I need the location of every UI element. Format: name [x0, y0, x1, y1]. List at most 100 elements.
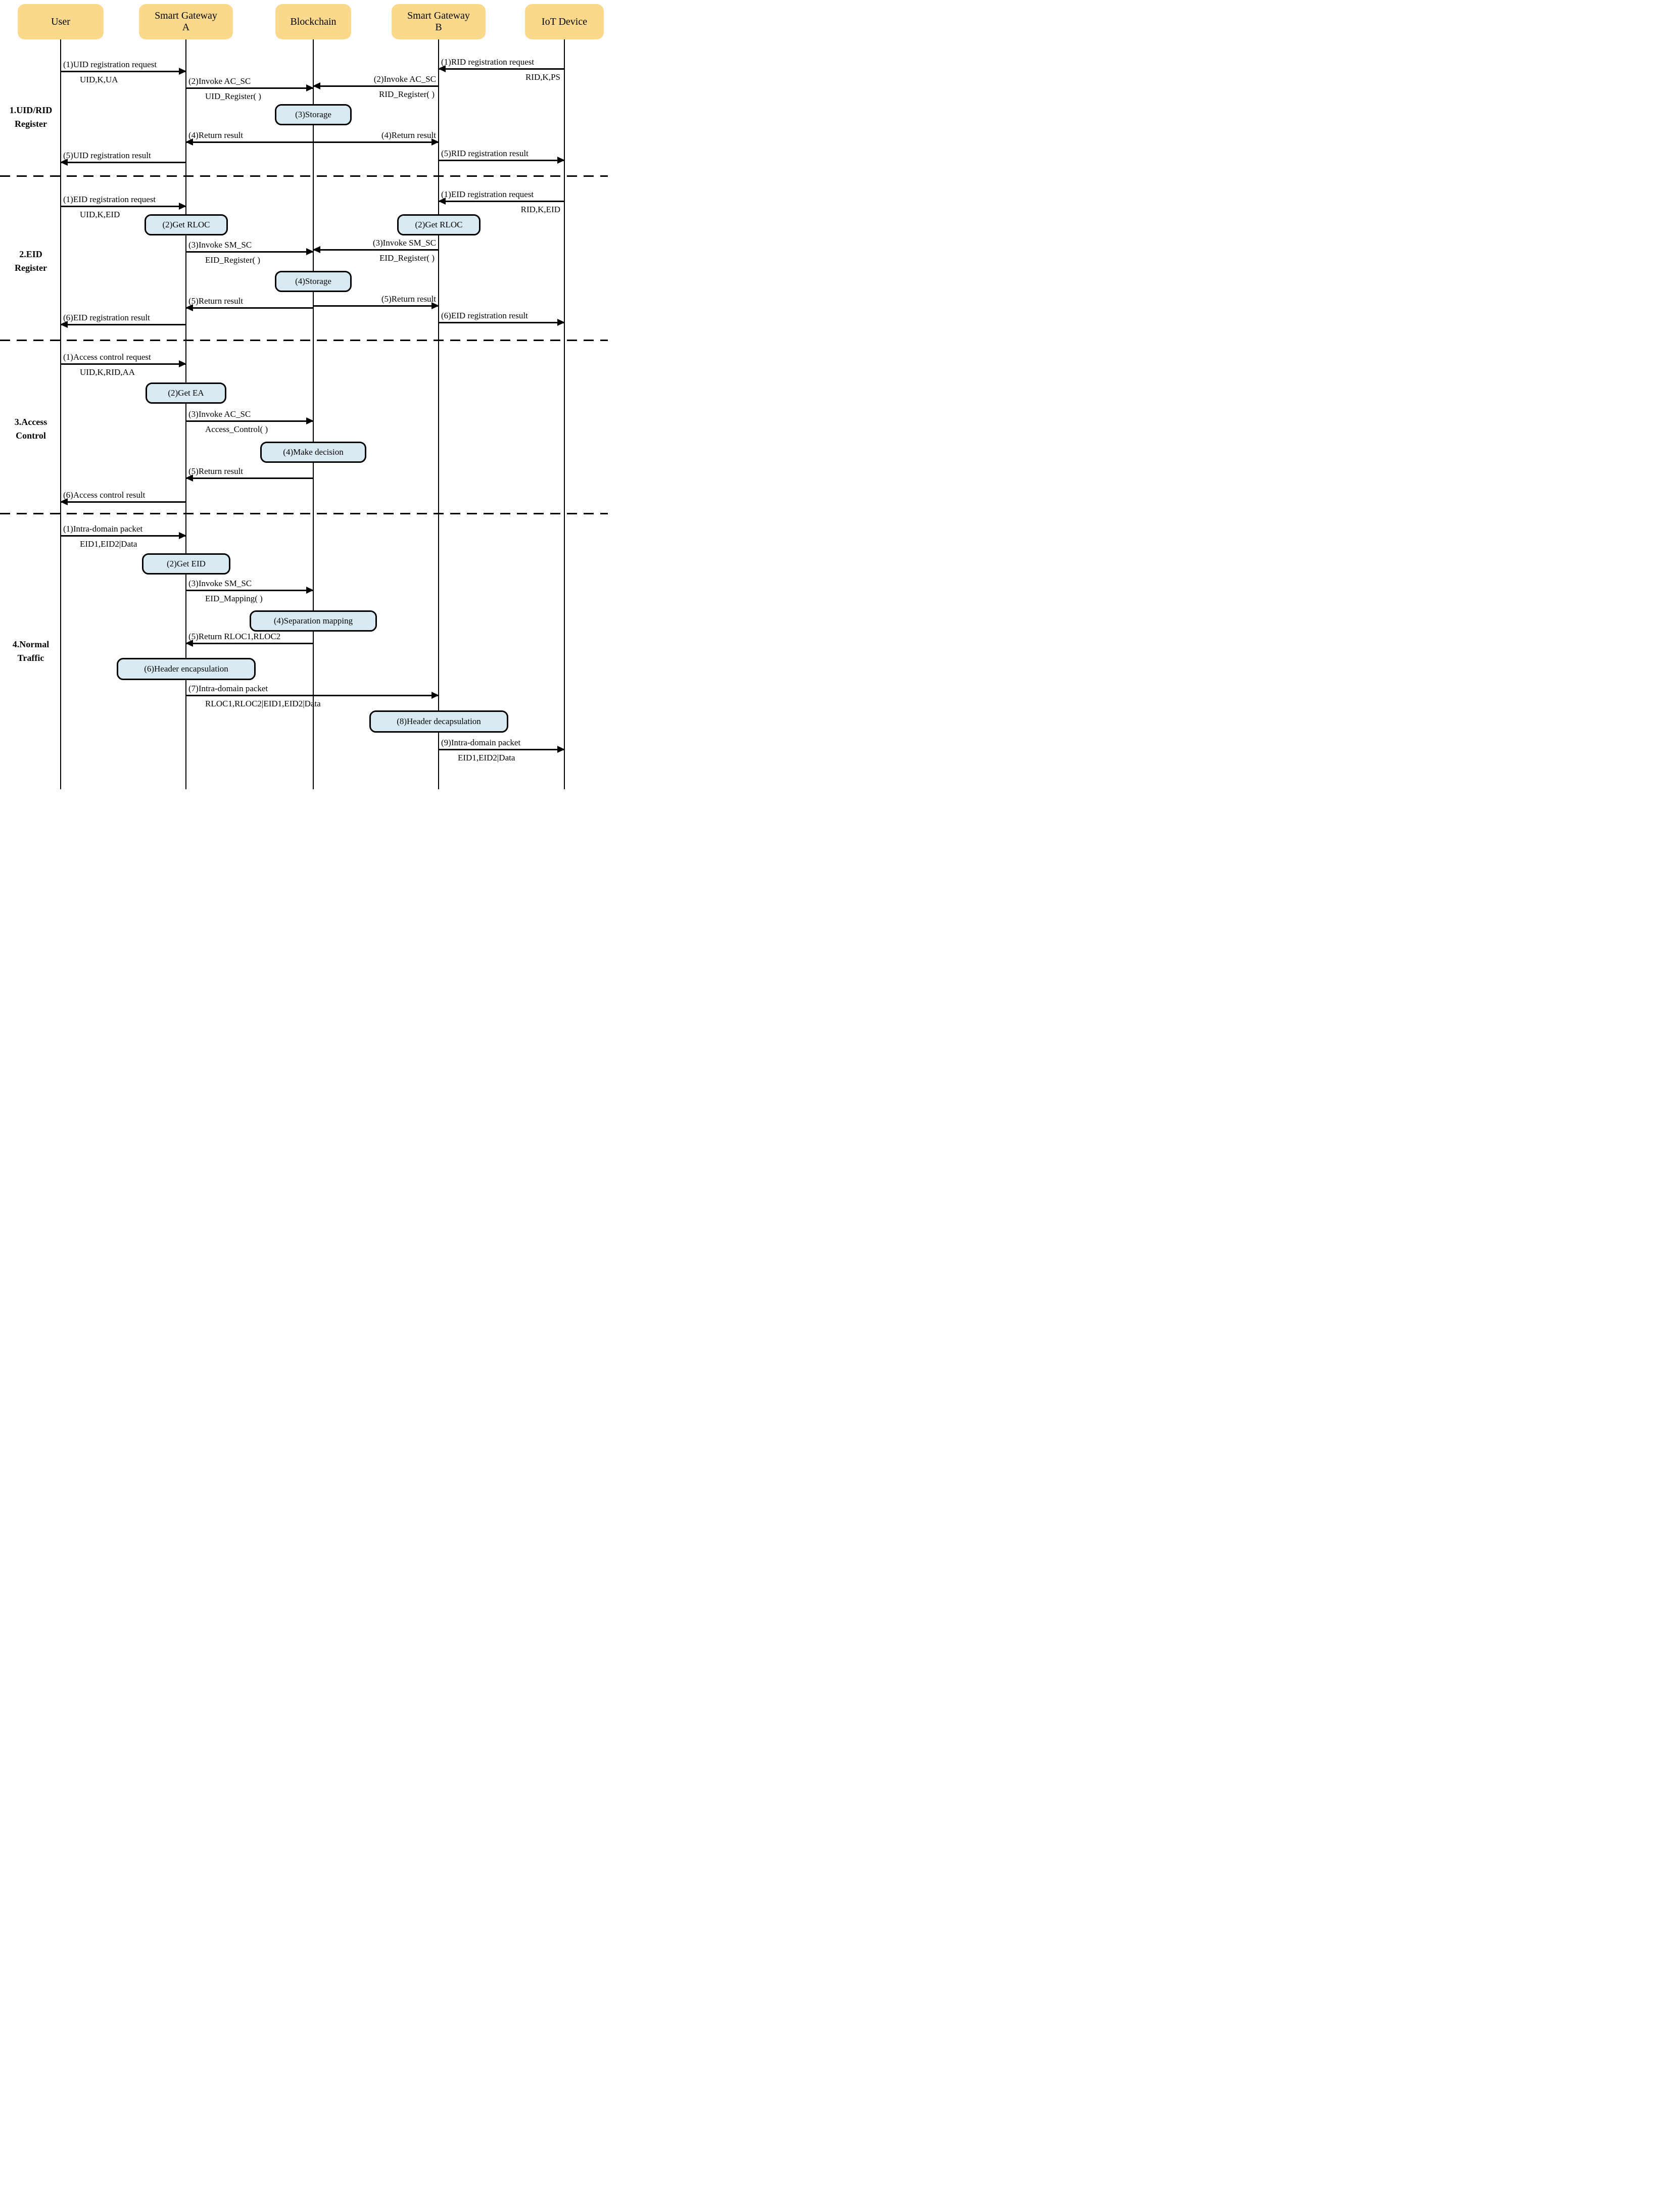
lifeline-blockchain: [313, 39, 314, 789]
msg-eid-registration-request-user: (1)EID registration request UID,K,EID: [61, 194, 186, 221]
message-label: (3)Invoke SM_SC: [372, 238, 436, 248]
message-label: (1)UID registration request: [63, 60, 157, 69]
arrowhead-right-icon: [179, 360, 186, 367]
arrow-line: [439, 746, 565, 753]
action-get-eid: (2)Get EID: [142, 553, 230, 575]
lifeline-user: [60, 39, 61, 789]
arrowhead-right-icon: [557, 319, 565, 326]
msg-intra-domain-packet-3: (9)Intra-domain packet EID1,EID2|Data: [439, 737, 565, 764]
arrow-line: [313, 246, 439, 253]
arrowhead-left-icon: [185, 138, 193, 146]
lifeline-gateway-b: [438, 39, 439, 789]
arrow-line: [438, 65, 564, 72]
arrowhead-right-icon: [306, 587, 314, 594]
actor-blockchain: Blockchain: [275, 4, 351, 39]
arrow-line: [186, 84, 314, 91]
message-label: (5)Return result: [381, 294, 436, 304]
arrow-line: [185, 640, 313, 647]
message-label: (7)Intra-domain packet: [188, 684, 268, 693]
message-label: (1)Intra-domain packet: [63, 524, 143, 534]
arrowhead-left-icon: [185, 474, 193, 482]
msg-uid-registration-request: (1)UID registration request UID,K,UA: [61, 59, 186, 86]
actor-gateway-a: Smart Gateway A: [139, 4, 233, 39]
msg-intra-domain-packet-1: (1)Intra-domain packet EID1,EID2|Data: [61, 523, 186, 550]
arrowhead-right-icon: [557, 746, 565, 753]
message-param: EID_Register( ): [205, 255, 261, 265]
message-label: (6)Access control result: [63, 490, 146, 500]
msg-return-result-3: (5)Return result: [185, 465, 313, 482]
arrow-line: [313, 138, 439, 146]
arrow-line: [186, 248, 314, 255]
arrow-line: [61, 532, 186, 539]
message-param: UID,K,EID: [80, 210, 120, 219]
arrowhead-right-icon: [179, 532, 186, 539]
action-storage-2: (4)Storage: [275, 271, 352, 292]
phase-label-2: 2.EID Register: [15, 249, 47, 273]
message-label: (5)Return RLOC1,RLOC2: [188, 632, 281, 641]
actor-user: User: [18, 4, 104, 39]
actor-gateway-b-label: Smart Gateway B: [407, 10, 470, 33]
message-param: RID,K,EID: [520, 205, 560, 214]
message-param: EID_Register( ): [379, 253, 435, 263]
arrowhead-left-icon: [60, 321, 68, 328]
action-header-decapsulation: (8)Header decapsulation: [369, 710, 508, 733]
lifeline-iot-device: [564, 39, 565, 789]
message-param: UID,K,RID,AA: [80, 367, 135, 377]
actor-user-label: User: [51, 16, 70, 27]
msg-rid-registration-result: (5)RID registration result: [439, 148, 565, 164]
msg-invoke-ac-sc-access-control: (3)Invoke AC_SC Access_Control( ): [186, 408, 314, 436]
msg-return-result-left-1: (4)Return result: [185, 129, 313, 146]
arrow-line: [61, 203, 186, 210]
arrow-line: [60, 498, 186, 505]
message-label: (5)Return result: [188, 296, 244, 306]
arrowhead-left-icon: [438, 65, 446, 72]
msg-return-result-right-2: (5)Return result: [313, 293, 439, 309]
arrowhead-right-icon: [306, 248, 314, 255]
actor-iot-device: IoT Device: [525, 4, 604, 39]
msg-rid-registration-request: (1)RID registration request RID,K,PS: [438, 56, 564, 83]
arrowhead-right-icon: [431, 692, 439, 699]
message-param: RLOC1,RLOC2|EID1,EID2|Data: [205, 699, 321, 708]
message-label: (5)Return result: [188, 466, 244, 476]
arrowhead-right-icon: [306, 84, 314, 91]
message-label: (9)Intra-domain packet: [441, 738, 521, 747]
message-label: (5)UID registration result: [63, 151, 151, 160]
action-storage-1: (3)Storage: [275, 104, 352, 125]
arrowhead-right-icon: [431, 302, 439, 309]
actor-iot-device-label: IoT Device: [541, 16, 588, 27]
arrowhead-left-icon: [438, 198, 446, 205]
lifeline-gateway-a: [185, 39, 186, 789]
phase-label-3: 3.Access Control: [14, 417, 47, 441]
arrow-line: [439, 319, 565, 326]
arrow-line: [60, 159, 186, 166]
msg-invoke-sm-sc-eid-register-b: (3)Invoke SM_SC EID_Register( ): [313, 237, 439, 264]
msg-return-result-left-2: (5)Return result: [185, 295, 313, 311]
arrowhead-right-icon: [179, 203, 186, 210]
msg-access-control-result: (6)Access control result: [60, 489, 186, 505]
msg-eid-registration-request-iot: (1)EID registration request RID,K,EID: [438, 188, 564, 216]
arrow-line: [185, 474, 313, 482]
arrowhead-left-icon: [60, 159, 68, 166]
arrow-line: [185, 304, 313, 311]
message-label: (3)Invoke SM_SC: [188, 579, 252, 588]
arrowhead-right-icon: [306, 417, 314, 424]
arrowhead-left-icon: [313, 246, 320, 253]
message-label: (5)RID registration result: [441, 149, 529, 158]
arrow-line: [186, 692, 439, 699]
message-label: (1)EID registration request: [63, 195, 156, 204]
arrowhead-right-icon: [557, 157, 565, 164]
message-label: (3)Invoke AC_SC: [188, 409, 251, 419]
arrow-line: [313, 302, 439, 309]
arrowhead-right-icon: [431, 138, 439, 146]
arrowhead-left-icon: [60, 498, 68, 505]
msg-eid-registration-result-user: (6)EID registration result: [60, 312, 186, 328]
message-label: (3)Invoke SM_SC: [188, 240, 252, 250]
action-separation-mapping: (4)Separation mapping: [250, 610, 377, 632]
message-label: (6)EID registration result: [441, 311, 528, 320]
msg-return-result-right-1: (4)Return result: [313, 129, 439, 146]
message-param: RID,K,PS: [525, 72, 560, 82]
arrowhead-left-icon: [313, 82, 320, 89]
message-param: RID_Register( ): [378, 89, 435, 99]
message-label: (4)Return result: [381, 130, 436, 140]
arrow-line: [313, 82, 439, 89]
